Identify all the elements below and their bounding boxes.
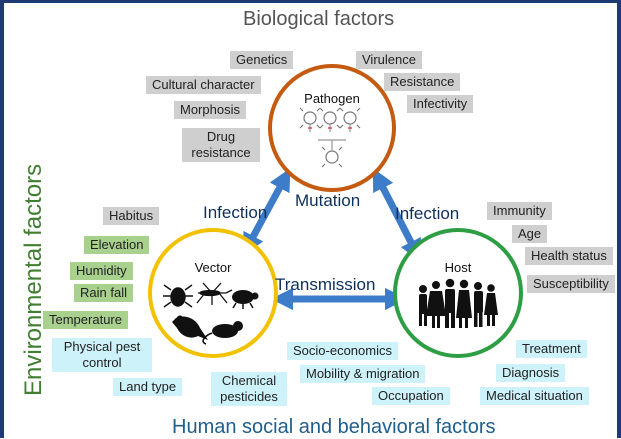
edge-label-infection-right: Infection [395, 204, 460, 223]
factor-tag-occupation: Occupation [372, 387, 450, 405]
tick-icon [163, 284, 193, 308]
factor-tag-age: Age [512, 225, 548, 243]
factor-tag-rain-fall: Rain fall [74, 284, 133, 302]
factor-tag-virulence: Virulence [356, 51, 422, 69]
factor-tag-genetics: Genetics [230, 51, 294, 69]
rodent-icon [202, 321, 243, 345]
factor-tag-infectivity: Infectivity [407, 95, 474, 113]
factor-tag-habitus: Habitus [103, 207, 160, 225]
factor-tag-morphosis: Morphosis [174, 101, 246, 119]
human-crowd-icon [419, 278, 498, 328]
factor-tag-elevation: Elevation [84, 236, 150, 254]
edge-label-transmission: Transmission [275, 275, 376, 294]
frame-border-left [0, 0, 4, 438]
factor-tag-medical-situation: Medical situation [480, 387, 589, 405]
factor-tag-cultural-character: Cultural character [146, 76, 261, 94]
factor-tag-susceptibility: Susceptibility [527, 275, 615, 293]
mosquito-icon [196, 282, 233, 305]
heading-biological: Biological factors [243, 8, 395, 30]
heading-environmental: Environmental factors [20, 163, 47, 396]
factor-tag-temperature: Temperature [43, 311, 128, 329]
factor-tag-physical-pest-control: Physical pest control [52, 338, 152, 372]
virus-cluster-icon [299, 107, 361, 168]
factor-tag-immunity: Immunity [487, 202, 552, 220]
host-label: Host [444, 260, 472, 275]
arrow-pathogen-vector [242, 168, 291, 256]
arrow-pathogen-host [372, 168, 422, 262]
vector-label: Vector [194, 260, 232, 275]
frame-border-top [0, 0, 621, 3]
factor-tag-treatment: Treatment [516, 340, 587, 358]
factor-tag-health-status: Health status [525, 247, 613, 265]
edge-label-mutation: Mutation [295, 191, 361, 210]
factor-tag-drug-resistance: Drug resistance [182, 128, 260, 162]
factor-tag-land-type: Land type [113, 378, 183, 396]
beetle-icon [232, 290, 259, 309]
factor-tag-chemical-pesticides: Chemical pesticides [211, 372, 287, 406]
edge-label-infection-left: Infection [203, 203, 268, 222]
factor-tag-mobility-migration: Mobility & migration [300, 365, 426, 383]
frame-border-right [617, 0, 621, 438]
factor-tag-humidity: Humidity [70, 262, 133, 280]
factor-tag-socio-economics: Socio-economics [287, 342, 398, 360]
host-ring [393, 228, 523, 358]
bird-icon [172, 315, 208, 340]
factor-tag-resistance: Resistance [384, 73, 461, 91]
heading-social: Human social and behavioral factors [172, 416, 496, 438]
factor-tag-diagnosis: Diagnosis [496, 364, 566, 382]
pathogen-label: Pathogen [304, 91, 360, 106]
